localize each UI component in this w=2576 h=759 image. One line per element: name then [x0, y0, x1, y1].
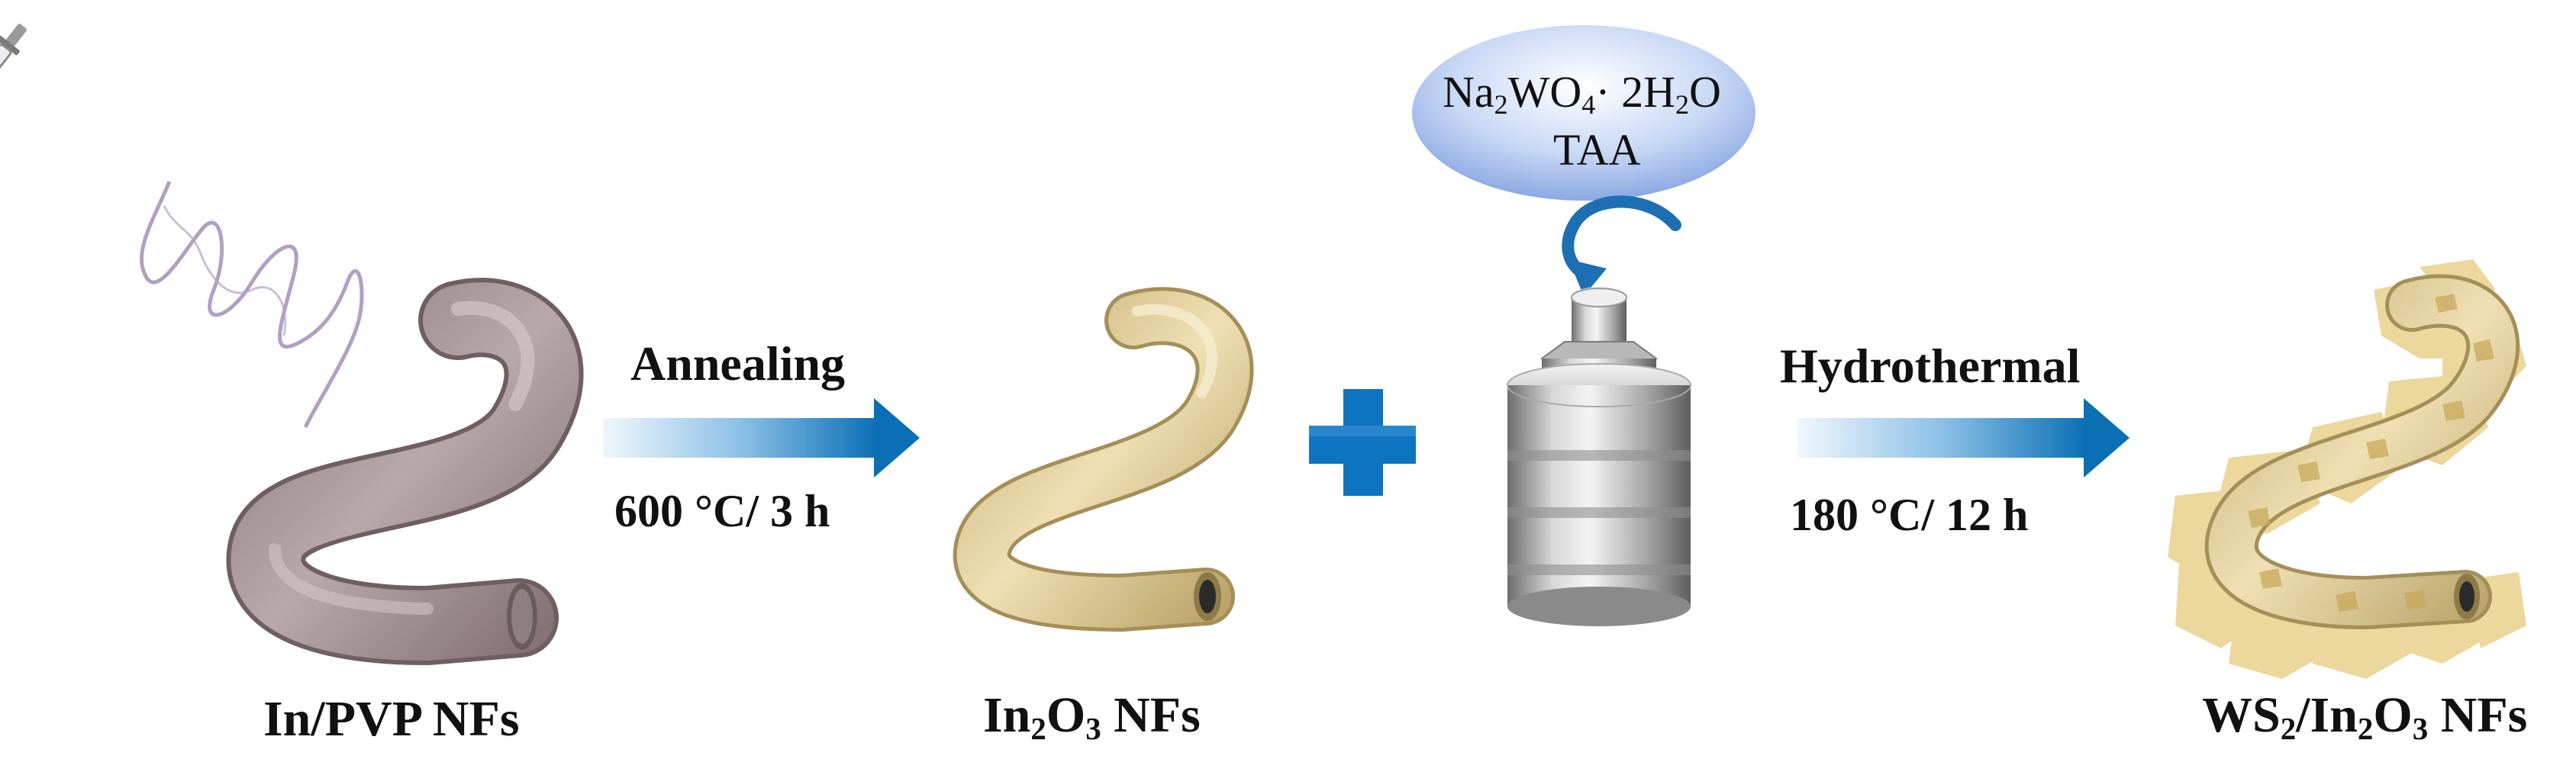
reagent-bubble	[1412, 25, 1755, 201]
syringe-icon	[0, 24, 27, 124]
in-pvp-nanofiber	[226, 278, 584, 666]
electrospun-filament	[140, 181, 364, 429]
annealing-label: Annealing	[630, 336, 845, 391]
curved-arrow-icon	[1562, 195, 1681, 296]
annealing-condition: 600 °C/ 3 h	[614, 486, 830, 536]
autoclave-icon	[1507, 287, 1691, 626]
in2o3-nanofiber	[953, 287, 1254, 632]
reagent-taa: TAA	[1553, 125, 1641, 175]
annealing-arrow	[603, 398, 920, 478]
ws2-in2o3-nanofiber	[2168, 259, 2526, 679]
in2o3-label: In2O3 NFs	[983, 687, 1201, 747]
hydrothermal-label: Hydrothermal	[1780, 339, 2081, 393]
reagent-formula: Na2WO4· 2H2O	[1443, 67, 1721, 120]
hydrothermal-arrow	[1797, 398, 2129, 478]
hydrothermal-condition: 180 °C/ 12 h	[1790, 490, 2029, 540]
ws2-in2o3-label: WS2/In2O3 NFs	[2202, 687, 2528, 747]
plus-icon	[1309, 389, 1416, 496]
in-pvp-label: In/PVP NFs	[263, 691, 520, 747]
